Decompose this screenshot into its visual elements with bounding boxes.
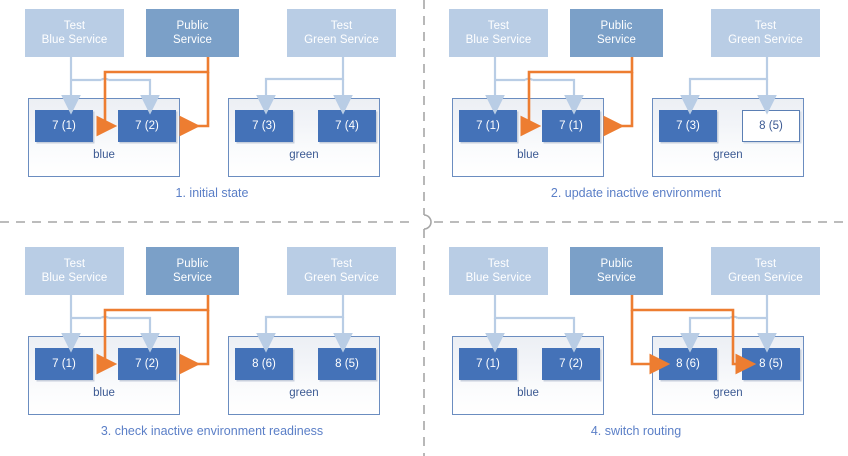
service-label-line1: Test: [63, 20, 86, 32]
pod[interactable]: 7 (1): [459, 348, 517, 380]
pod[interactable]: 7 (1): [35, 348, 93, 380]
panel-3: Test Blue Service Public Service Test Gr…: [0, 228, 424, 456]
service-test-green[interactable]: Test Green Service: [711, 9, 820, 57]
service-label-line1: Test: [330, 20, 353, 32]
service-label-line2: Blue Service: [41, 34, 108, 46]
service-label-line2: Service: [596, 34, 637, 46]
service-label-line2: Green Service: [304, 34, 379, 46]
service-label-line1: Test: [754, 20, 777, 32]
service-label-line1: Test: [487, 20, 510, 32]
pod[interactable]: 7 (4): [318, 110, 376, 142]
service-label-line2: Service: [172, 34, 213, 46]
wire-test-green: [680, 295, 777, 353]
pod-label: 7 (2): [135, 358, 159, 370]
pod-label: 8 (5): [759, 358, 783, 370]
service-label-line1: Public: [600, 20, 633, 32]
environment-label-green: green: [713, 149, 743, 161]
service-label-line1: Test: [63, 258, 86, 270]
wire-test-blue: [485, 295, 584, 353]
pod[interactable]: 7 (3): [659, 110, 717, 142]
panel-4: Test Blue Service Public Service Test Gr…: [424, 228, 848, 456]
service-test-blue[interactable]: Test Blue Service: [25, 9, 124, 57]
panel-1-connectors: [61, 57, 353, 137]
service-label-line2: Blue Service: [465, 34, 532, 46]
pod[interactable]: 7 (1): [459, 110, 517, 142]
pod-label: 7 (1): [52, 120, 76, 132]
service-label-line2: Blue Service: [465, 272, 532, 284]
environment-label-green: green: [289, 149, 319, 161]
service-label-line2: Green Service: [304, 272, 379, 284]
service-label-line2: Green Service: [728, 272, 803, 284]
service-public[interactable]: Public Service: [146, 247, 239, 295]
pod-label: 7 (1): [476, 120, 500, 132]
service-test-green[interactable]: Test Green Service: [287, 9, 396, 57]
service-label-line1: Test: [330, 258, 353, 270]
service-label-line1: Public: [600, 258, 633, 270]
pod[interactable]: 8 (5): [742, 110, 800, 142]
wire-test-blue: [61, 57, 160, 115]
wire-test-green: [256, 295, 353, 353]
pod-label: 8 (5): [759, 120, 783, 132]
wire-public-routing: [96, 295, 210, 375]
pod[interactable]: 7 (1): [35, 110, 93, 142]
service-test-green[interactable]: Test Green Service: [711, 247, 820, 295]
service-public[interactable]: Public Service: [570, 9, 663, 57]
environment-label-blue: blue: [93, 387, 115, 399]
wire-test-blue: [61, 295, 160, 353]
panel-2-connectors: [485, 57, 777, 137]
pod-label: 7 (1): [52, 358, 76, 370]
service-label-line2: Green Service: [728, 34, 803, 46]
environment-label-green: green: [713, 387, 743, 399]
panel-caption: 3. check inactive environment readiness: [100, 424, 324, 438]
panel-caption: 1. initial state: [175, 186, 249, 200]
environment-label-blue: blue: [93, 149, 115, 161]
panel-caption: 4. switch routing: [590, 424, 682, 438]
pod-label: 7 (2): [559, 358, 583, 370]
pod[interactable]: 7 (3): [235, 110, 293, 142]
service-test-blue[interactable]: Test Blue Service: [449, 9, 548, 57]
service-label-line1: Public: [176, 20, 209, 32]
panel-3-connectors: [61, 295, 353, 375]
panel-2: Test Blue Service Public Service Test Gr…: [424, 0, 848, 228]
pod-label: 7 (3): [676, 120, 700, 132]
pod-label: 7 (1): [476, 358, 500, 370]
wire-test-blue: [485, 57, 584, 115]
pod-label: 7 (2): [135, 120, 159, 132]
environment-label-blue: blue: [517, 149, 539, 161]
pod-label: 7 (1): [559, 120, 583, 132]
wire-test-green: [256, 57, 353, 115]
pod-label: 7 (3): [252, 120, 276, 132]
pod[interactable]: 8 (6): [235, 348, 293, 380]
panel-caption: 2. update inactive environment: [550, 186, 722, 200]
service-label-line1: Test: [487, 258, 510, 270]
panel-4-connectors: [485, 295, 777, 375]
pod-label: 8 (5): [335, 358, 359, 370]
service-test-blue[interactable]: Test Blue Service: [25, 247, 124, 295]
pod[interactable]: 7 (2): [542, 348, 600, 380]
pod[interactable]: 7 (2): [118, 110, 176, 142]
wire-test-green: [680, 57, 777, 115]
service-label-line2: Service: [596, 272, 637, 284]
environment-label-green: green: [289, 387, 319, 399]
pod[interactable]: 7 (1): [542, 110, 600, 142]
service-label-line2: Blue Service: [41, 272, 108, 284]
service-label-line1: Public: [176, 258, 209, 270]
service-public[interactable]: Public Service: [146, 9, 239, 57]
pod[interactable]: 7 (2): [118, 348, 176, 380]
environment-label-blue: blue: [517, 387, 539, 399]
service-test-green[interactable]: Test Green Service: [287, 247, 396, 295]
pod-label: 8 (6): [676, 358, 700, 370]
service-label-line1: Test: [754, 258, 777, 270]
wire-public-routing: [630, 295, 757, 375]
pod-label: 7 (4): [335, 120, 359, 132]
wire-public-routing: [520, 57, 634, 137]
wire-public-routing: [96, 57, 210, 137]
pod[interactable]: 8 (5): [318, 348, 376, 380]
service-label-line2: Service: [172, 272, 213, 284]
service-public[interactable]: Public Service: [570, 247, 663, 295]
service-test-blue[interactable]: Test Blue Service: [449, 247, 548, 295]
panel-1: Test Blue Service Public Service Test Gr…: [0, 0, 424, 228]
pod-label: 8 (6): [252, 358, 276, 370]
